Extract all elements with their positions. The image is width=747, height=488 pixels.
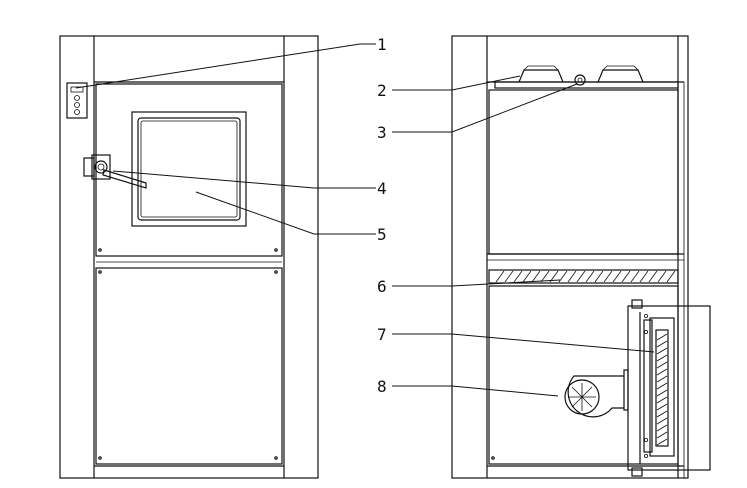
door-handle (83, 154, 147, 189)
front-outer-frame (59, 35, 319, 479)
centrifugal-blower (564, 369, 629, 418)
air-nozzle (574, 74, 586, 86)
callout-7: 7 (377, 325, 387, 344)
front-door-lower-panel (95, 267, 283, 465)
callout-5: 5 (377, 225, 387, 244)
callout-6: 6 (377, 277, 387, 296)
filter-grating (488, 269, 679, 284)
leader-lines (75, 43, 655, 397)
callout-2: 2 (377, 81, 387, 100)
callout-4: 4 (377, 179, 387, 198)
hepa-filter-box (627, 299, 711, 477)
side-view (451, 35, 711, 479)
door-window (131, 111, 247, 227)
front-view (59, 35, 319, 479)
callout-3: 3 (377, 123, 387, 142)
callout-8: 8 (377, 377, 387, 396)
front-door-upper-panel (95, 83, 283, 257)
control-panel (66, 82, 88, 119)
callout-1: 1 (377, 35, 387, 54)
top-fan-unit (487, 65, 684, 89)
callout-labels: 1 2 3 4 5 6 7 8 (377, 35, 387, 396)
